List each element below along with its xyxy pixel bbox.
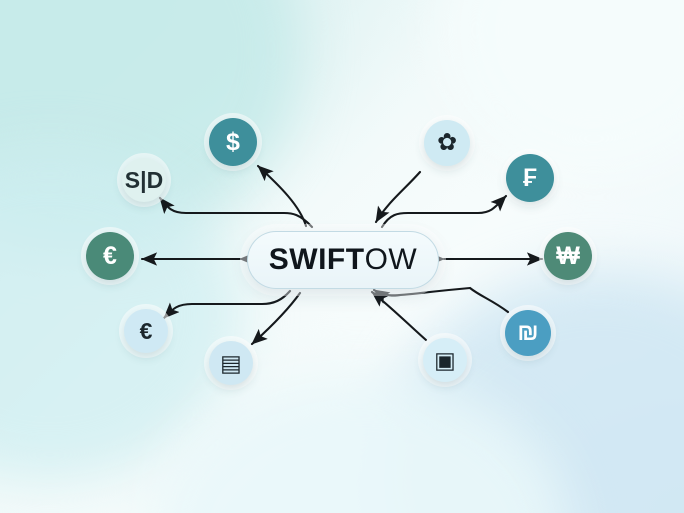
won-sign-icon: ₩ (556, 241, 580, 270)
sd-currency-icon: S|D (124, 166, 164, 193)
node-dollar[interactable]: $ (209, 118, 257, 166)
node-euro-lines[interactable]: € (124, 309, 168, 353)
connector-center-to-euro-lines (162, 289, 292, 320)
node-sd-currency[interactable]: S|D (122, 158, 166, 202)
node-won[interactable]: ₩ (544, 232, 592, 280)
connector-rupee-to-center (372, 286, 510, 314)
node-franc[interactable]: ₣ (506, 154, 554, 202)
euro-sign-icon: € (103, 241, 117, 270)
node-banknote[interactable]: ▤ (209, 341, 253, 385)
connector-cluster-to-center (374, 170, 422, 224)
rupee-sign-icon: ₪ (517, 319, 539, 346)
swift-label-light: OW (364, 243, 418, 276)
payment-terminal-icon: ▣ (434, 346, 456, 373)
swift-ow-hub[interactable]: SWIFTOW (247, 231, 439, 289)
euro-lines-icon: € (139, 317, 153, 344)
node-rupee[interactable]: ₪ (505, 310, 551, 356)
network-cluster-icon: ✿ (436, 129, 458, 156)
banknote-icon: ▤ (220, 349, 242, 376)
node-cluster[interactable]: ✿ (424, 120, 470, 166)
franc-sign-icon: ₣ (523, 163, 537, 192)
node-euro-left[interactable]: € (86, 232, 134, 280)
swift-label-bold: SWIFT (268, 243, 365, 276)
connector-center-to-franc (380, 194, 508, 229)
node-terminal[interactable]: ▣ (423, 338, 467, 382)
dollar-sign-icon: $ (226, 127, 240, 156)
swift-ow-label: SWIFTOW (269, 245, 417, 275)
connector-center-to-sd (158, 196, 314, 229)
connector-terminal-to-center (370, 290, 428, 342)
connector-center-to-banknote (250, 291, 302, 346)
